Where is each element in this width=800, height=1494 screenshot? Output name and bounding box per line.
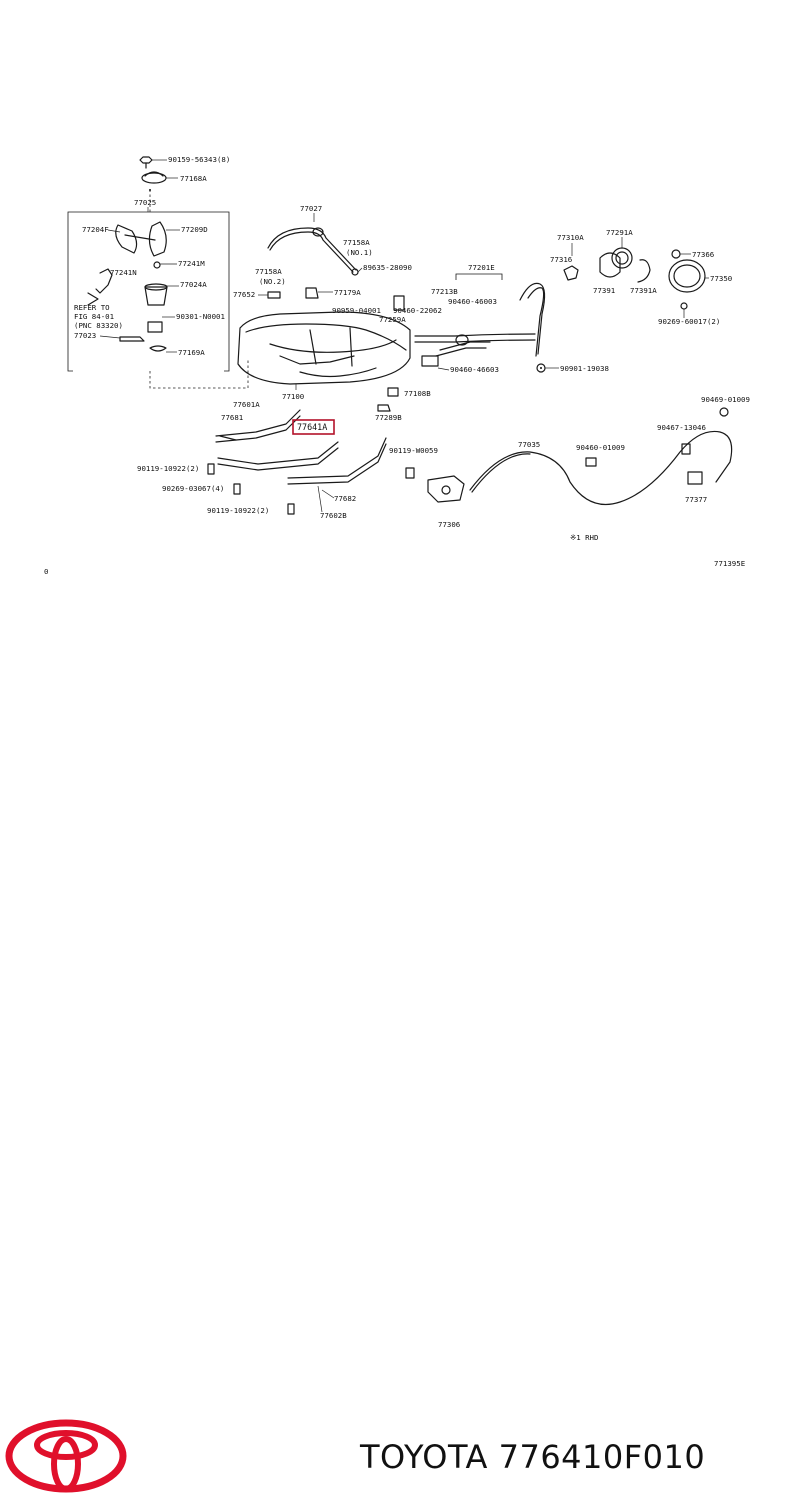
fuel-cap-drawing [599,247,706,293]
label-77641A-highlighted: 77641A [297,422,327,432]
label-77682: 77682 [334,494,356,503]
label-77201E: 77201E [468,263,495,272]
label-90269-60017: 90269-60017(2) [658,317,720,326]
label-77158A-no1: 77158A [343,238,370,247]
label-77350: 77350 [710,274,732,283]
label-77100: 77100 [282,392,304,401]
label-77108B: 77108B [404,389,431,398]
toyota-logo-icon [5,1419,127,1493]
label-77289B: 77289B [375,413,402,422]
label-90467-13046: 90467-13046 [657,423,706,432]
page-mark: 0 [44,567,48,576]
label-77306: 77306 [438,520,460,529]
label-90460-46603: 90460-46603 [450,365,499,374]
label-77241N: 77241N [110,268,137,277]
label-77024A: 77024A [180,280,207,289]
label-77602B: 77602B [320,511,347,520]
label-77158A-no2: 77158A [255,267,282,276]
brand-part-number: TOYOTA 776410F010 [360,1438,705,1476]
highlight-77641A [292,419,335,435]
label-77027: 77027 [300,204,322,213]
label-89635-28090: 89635-28090 [363,263,412,272]
label-77025: 77025 [134,198,156,207]
label-refer-to: REFER TO [74,303,110,312]
opener-cable-77035-drawing [469,407,733,506]
part-number: 776410F010 [498,1438,706,1476]
vent-tube-77027-drawing [267,227,359,276]
label-90460-46003: 90460-46003 [448,297,497,306]
label-77204F: 77204F [82,225,109,234]
label-77377: 77377 [685,495,707,504]
fuel-tank-77100-drawing [237,311,411,385]
bolt-90159-drawing [139,156,178,184]
label-pnc-83320: (PNC 83320) [74,321,123,330]
label-no1: (NO.1) [346,248,373,257]
label-77652: 77652 [233,290,255,299]
label-90269-03067: 90269-03067(4) [162,484,224,493]
label-77391A: 77391A [630,286,657,295]
label-90469-01009: 90469-01009 [701,395,750,404]
parts-diagram: 90159-56343(8) 77168A 77025 77204F 77209… [44,155,750,576]
label-77213B: 77213B [431,287,458,296]
label-77391: 77391 [593,286,615,295]
group-bracket-77025 [67,211,230,372]
label-77291A: 77291A [606,228,633,237]
label-77169A: 77169A [178,348,205,357]
label-90460-22062: 90460-22062 [393,306,442,315]
label-77366: 77366 [692,250,714,259]
label-77241M: 77241M [178,259,205,268]
label-77168A: 77168A [180,174,207,183]
filler-pipe-77201E-drawing [414,282,546,357]
label-90460-01009: 90460-01009 [576,443,625,452]
label-77209D: 77209D [181,225,208,234]
figure-id: 771395E [714,559,745,568]
label-no2: (NO.2) [259,277,286,286]
footer: TOYOTA 776410F010 [0,700,800,1493]
label-77035: 77035 [518,440,540,449]
label-90119-10922-a: 90119-10922(2) [137,464,199,473]
label-90901-19038: 90901-19038 [560,364,609,373]
fuel-sender-drawing [87,221,168,352]
label-77023: 77023 [74,331,96,340]
label-77316: 77316 [550,255,572,264]
label-90119-10922-b: 90119-10922(2) [207,506,269,515]
label-90959-04001: 90959-04001 [332,306,381,315]
label-90159-56343: 90159-56343(8) [168,155,230,164]
label-77681: 77681 [221,413,243,422]
brand-name: TOYOTA [360,1438,488,1476]
tank-band-drawing [215,409,387,485]
label-90119-w0059: 90119-W0059 [389,446,438,455]
opener-lever-77306-drawing [427,475,465,503]
label-90301-n0001: 90301-N0001 [176,312,225,321]
label-fig-84-01: FIG 84-01 [74,312,114,321]
label-77179A: 77179A [334,288,361,297]
label-77601A: 77601A [233,400,260,409]
label-77310A: 77310A [557,233,584,242]
note-1-rhd: ※1 RHD [570,533,598,542]
